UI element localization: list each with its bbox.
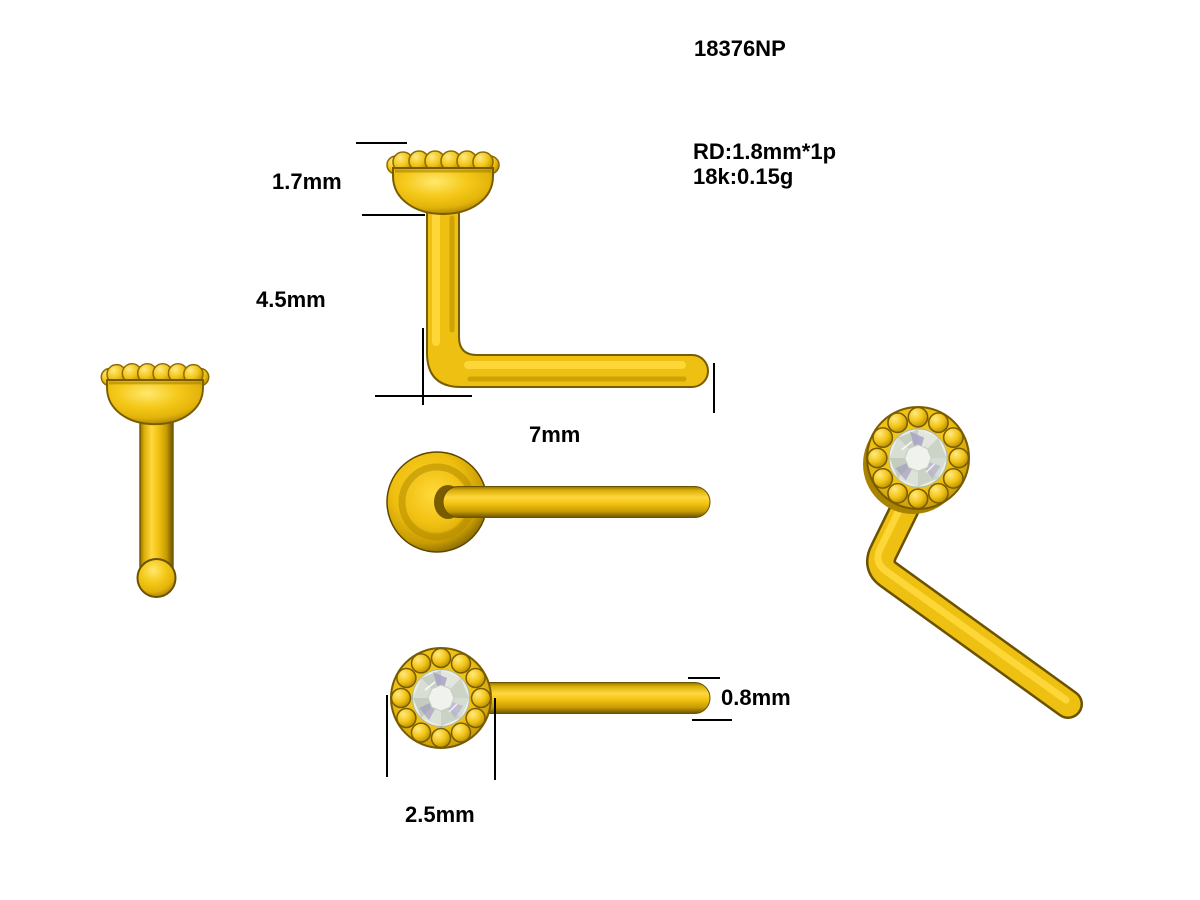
halo-head (391, 648, 491, 748)
view-side-stud (99, 362, 211, 598)
spec-weight-label: 18k:0.15g (693, 164, 794, 189)
part-number-label: 18376NP (694, 36, 786, 61)
dim-post-length-label: 4.5mm (256, 287, 326, 312)
l-pin-body (426, 209, 709, 388)
view-perspective (863, 407, 1083, 719)
dim-head-diameter-label: 2.5mm (405, 802, 475, 827)
cup-head (99, 362, 211, 426)
dim-head-height-label: 1.7mm (272, 169, 342, 194)
ball-end (136, 558, 177, 598)
spec-stone-label: RD:1.8mm*1p (693, 139, 837, 164)
halo-head (867, 407, 969, 509)
pin-bar (454, 682, 711, 714)
spec-block: RD:1.8mm*1p 18k:0.15g (693, 139, 836, 189)
dimension-lines (356, 142, 732, 780)
dim-bar-length-label: 7mm (529, 422, 581, 447)
view-front-gem (391, 648, 711, 748)
view-l-pin-profile (385, 149, 709, 388)
view-back-dome (386, 451, 711, 553)
cup-head (385, 149, 501, 216)
pin-bar (442, 486, 711, 518)
dim-wire-thickness-label: 0.8mm (721, 685, 791, 710)
